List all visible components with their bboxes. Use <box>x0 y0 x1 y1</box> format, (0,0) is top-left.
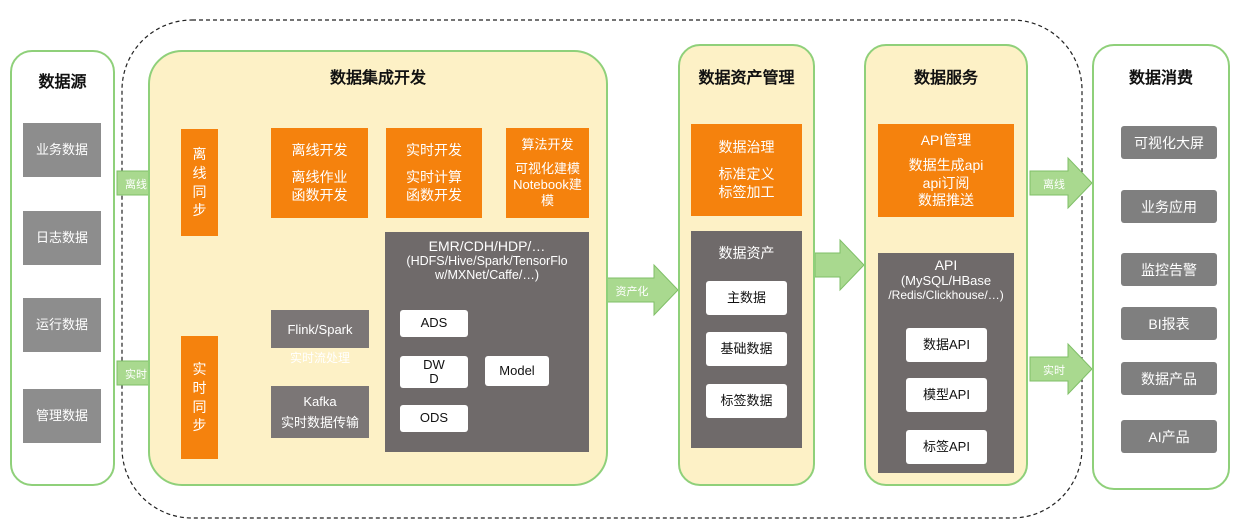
platform-line1: EMR/CDH/HDP/… <box>428 238 546 254</box>
data-assets-title: 数据资产 <box>718 245 775 261</box>
asset-item: 基础数据 <box>706 332 787 366</box>
integration-title: 数据集成开发 <box>329 70 426 87</box>
consumption-title: 数据消费 <box>1128 70 1193 87</box>
service-api-item: 数据API <box>906 328 987 362</box>
service-api-item: 标签API <box>906 430 987 464</box>
api-box-line2: /Redis/Clickhouse/…) <box>888 288 1004 302</box>
consumption-item: 业务应用 <box>1121 190 1217 223</box>
platform-line3: w/MXNet/Caffe/…) <box>435 268 539 282</box>
offline-dev-sub1: 离线作业 <box>291 169 348 186</box>
realtime-sync-label: 实时同步 <box>192 360 207 434</box>
flink-sub-label: 实时流处理 <box>289 351 350 365</box>
ods-box: ODS <box>400 405 468 432</box>
asset-to-service-arrow <box>814 238 865 292</box>
realtime-in-label: 实时 <box>125 369 147 381</box>
consumption-item: 数据产品 <box>1121 362 1217 395</box>
consumption-item: BI报表 <box>1121 307 1217 340</box>
offline-out-arrow <box>1029 156 1093 210</box>
algo-dev-sub2: Notebook建 <box>513 177 582 192</box>
source-item: 管理数据 <box>23 389 101 443</box>
offline-in-label: 离线 <box>125 179 147 191</box>
algo-dev-sub1: 可视化建模 <box>514 160 580 176</box>
governance-sub2: 标签加工 <box>718 183 775 200</box>
source-item: 运行数据 <box>23 298 101 352</box>
offline-out-label: 离线 <box>1043 179 1065 191</box>
assetize-arrow <box>605 263 679 317</box>
dwd-line1: DW <box>423 356 445 372</box>
api-mgmt-title: API管理 <box>920 131 972 148</box>
services-title: 数据服务 <box>913 70 978 87</box>
realtime-sync-box: 实时同步 <box>181 336 218 459</box>
source-item: 业务数据 <box>23 123 101 177</box>
api-box-title: API <box>934 257 958 273</box>
source-item: 日志数据 <box>23 211 101 265</box>
governance-title: 数据治理 <box>718 138 775 155</box>
realtime-dev-box: 实时开发 实时计算 函数开发 <box>386 128 482 218</box>
asset-item: 标签数据 <box>706 384 787 418</box>
asset-mgmt-title: 数据资产管理 <box>698 70 795 87</box>
governance-box: 数据治理 标准定义 标签加工 <box>691 124 802 216</box>
offline-dev-box: 离线开发 离线作业 函数开发 <box>271 128 368 218</box>
governance-sub1: 标准定义 <box>718 166 775 183</box>
api-mgmt-box: API管理 数据生成api api订阅 数据推送 <box>878 124 1014 217</box>
consumption-item: 监控告警 <box>1121 253 1217 286</box>
assetize-label: 资产化 <box>615 286 649 298</box>
sources-title: 数据源 <box>38 74 87 91</box>
api-mgmt-sub3: 数据推送 <box>918 192 974 208</box>
platform-line2: (HDFS/Hive/Spark/TensorFlo <box>406 254 568 268</box>
realtime-out-arrow <box>1029 342 1093 396</box>
realtime-dev-title: 实时开发 <box>406 141 462 158</box>
algo-dev-box: 算法开发 可视化建模 Notebook建 模 <box>506 128 589 218</box>
offline-dev-title: 离线开发 <box>291 141 348 158</box>
api-mgmt-sub2: api订阅 <box>922 174 970 191</box>
integration-dashed-frame <box>121 19 1083 519</box>
api-mgmt-sub1: 数据生成api <box>908 157 984 173</box>
model-box: Model <box>485 356 549 386</box>
service-api-item: 模型API <box>906 378 987 412</box>
dwd-line2: D <box>429 371 439 386</box>
algo-dev-title: 算法开发 <box>521 136 574 152</box>
algo-dev-sub3: 模 <box>540 193 554 209</box>
realtime-dev-sub1: 实时计算 <box>406 169 462 186</box>
offline-dev-sub2: 函数开发 <box>291 186 348 203</box>
realtime-dev-sub2: 函数开发 <box>406 186 462 203</box>
offline-sync-label: 离线同步 <box>192 145 207 219</box>
consumption-item: AI产品 <box>1121 420 1217 453</box>
ads-box: ADS <box>400 310 468 337</box>
api-box-line1: (MySQL/HBase <box>900 273 992 288</box>
kafka-sub-label: 实时数据传输 <box>280 414 359 430</box>
kafka-box: Kafka 实时数据传输 <box>271 386 369 438</box>
asset-item: 主数据 <box>706 281 787 315</box>
kafka-label: Kafka <box>303 393 337 409</box>
flink-box: Flink/Spark <box>271 310 369 348</box>
consumption-item: 可视化大屏 <box>1121 126 1217 159</box>
dwd-box: DW D <box>400 356 468 388</box>
offline-sync-box: 离线同步 <box>181 129 218 236</box>
realtime-out-label: 实时 <box>1043 365 1065 377</box>
